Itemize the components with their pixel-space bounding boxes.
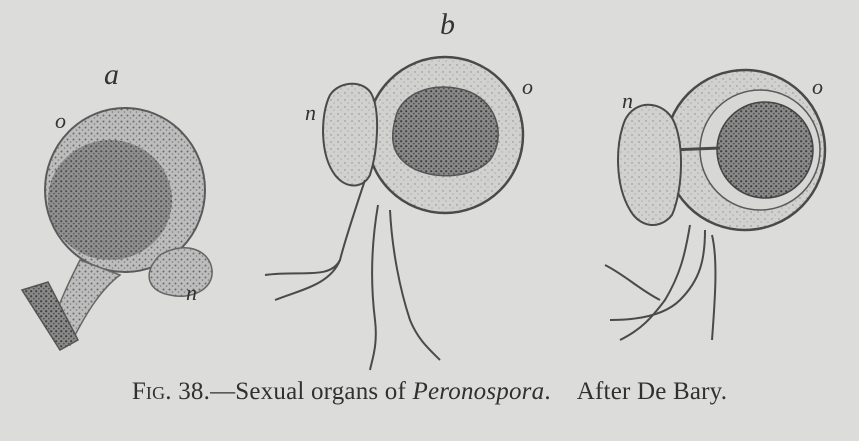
panel-c-label-n: n [622,88,633,114]
figure-caption: Fig. 38.—Sexual organs of Peronospora. Af… [0,378,859,406]
panel-b-label-n: n [305,100,316,126]
panel-label-b: b [440,8,455,42]
panel-b-hypha-2 [370,205,378,370]
panel-c-drawing [605,70,825,340]
figure-illustration [0,0,859,380]
caption-genus: Peronospora [412,378,544,405]
panel-b-oosphere [393,87,498,176]
caption-text: Sexual organs of [235,378,412,405]
panel-b-label-o: o [522,74,533,100]
panel-b-antheridium [323,84,377,186]
panel-c-hypha-4 [605,265,660,300]
panel-b-hypha-3 [390,210,440,360]
panel-a-drawing [22,108,212,350]
caption-attribution: After De Bary. [577,378,727,405]
panel-b-hypha-1 [265,180,365,275]
panel-b-hypha-4 [275,260,340,300]
panel-label-a: a [104,58,119,92]
panel-c-hypha-3 [712,235,715,340]
panel-a-oospore-dark [48,140,172,260]
panel-c-hypha-1 [620,225,690,340]
panel-a-label-n: n [186,280,197,306]
panel-c-label-o: o [812,74,823,100]
caption-fig-number: Fig. 38. [132,378,210,405]
caption-period: . [544,378,550,405]
panel-b-drawing [265,57,523,370]
panel-c-antheridium [618,105,681,225]
panel-a-label-o: o [55,108,66,134]
panel-c-hypha-2 [610,230,705,320]
panel-c-oospore [717,102,813,198]
caption-dash: — [210,378,235,405]
